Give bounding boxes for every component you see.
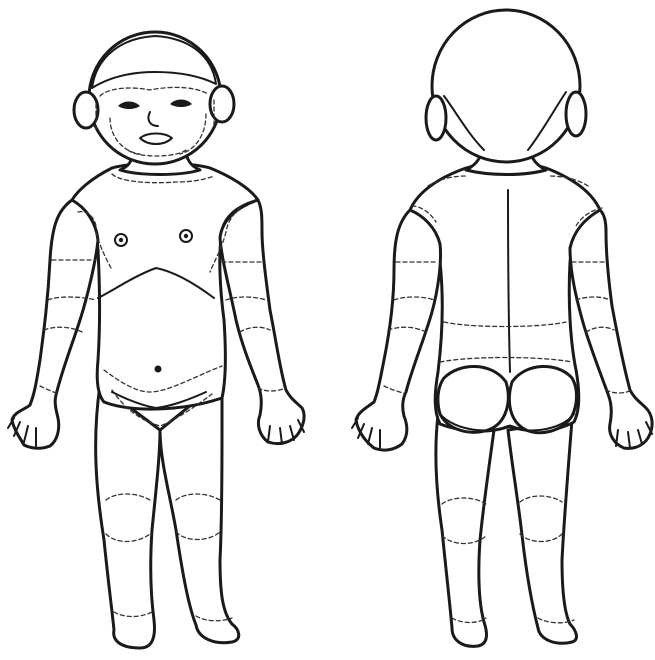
back-left-buttock[interactable] — [438, 366, 508, 432]
front-right-nipple-center — [119, 238, 123, 242]
front-left-leg[interactable] — [160, 380, 239, 643]
front-right-arm[interactable] — [12, 200, 98, 448]
front-left-arm[interactable] — [220, 200, 304, 444]
front-left-nipple-center — [184, 234, 188, 238]
back-left-ear[interactable] — [426, 96, 446, 140]
front-right-leg[interactable] — [96, 385, 160, 648]
back-right-buttock[interactable] — [509, 366, 576, 432]
back-right-leg[interactable] — [508, 420, 576, 643]
front-navel — [155, 366, 162, 373]
back-left-arm[interactable] — [356, 210, 441, 450]
back-right-ear[interactable] — [566, 92, 586, 136]
back-right-arm[interactable] — [570, 210, 652, 448]
back-view-figure — [352, 10, 652, 646]
back-head[interactable] — [432, 10, 580, 162]
front-right-ear[interactable] — [74, 92, 98, 128]
front-view-figure — [8, 32, 304, 648]
back-left-leg[interactable] — [436, 415, 494, 646]
